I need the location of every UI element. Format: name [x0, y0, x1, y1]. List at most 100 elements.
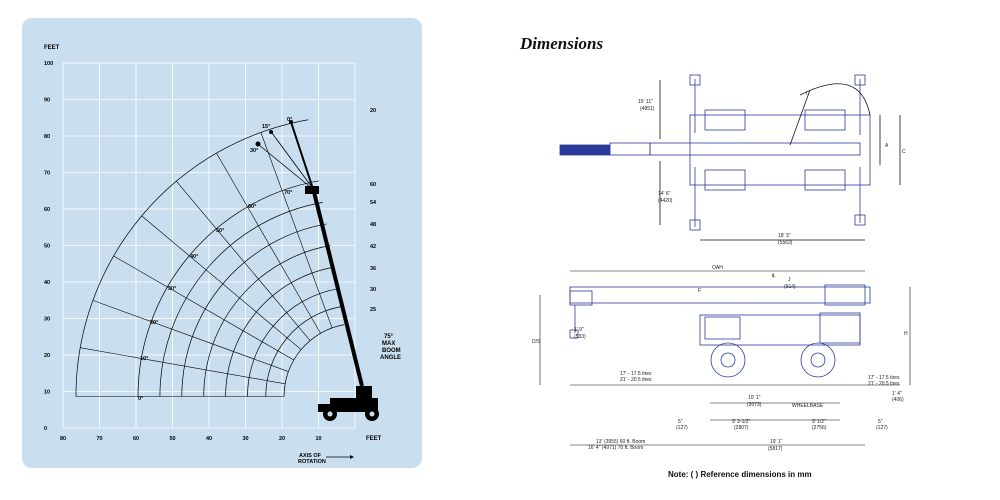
- side-d1: 1' 9": [574, 327, 584, 333]
- x-tick-label: 40: [206, 436, 212, 442]
- side-d-9b-mm: (2756): [812, 425, 827, 431]
- angle-spoke: [216, 152, 321, 334]
- side-view-drawing: [569, 284, 871, 378]
- max-angle-line3: BOOM: [382, 348, 401, 354]
- side-d-5b-mm: (127): [876, 425, 888, 431]
- top-view-drawing: [559, 74, 901, 241]
- dimensions-title: Dimensions: [520, 34, 604, 53]
- jib-angle-label: 0°: [287, 117, 292, 123]
- axis-of-rotation-line1: AXIS OF: [299, 453, 322, 459]
- side-d-9a: 9' 2-1/2": [732, 419, 751, 425]
- radius-label: 30: [370, 287, 376, 293]
- radius-arc: [283, 324, 345, 397]
- angle-spoke: [141, 215, 302, 350]
- y-tick-label: 50: [44, 244, 50, 250]
- top-label-i: I: [806, 91, 807, 97]
- angle-label: 10°: [140, 356, 148, 362]
- side-boom2: 16' 4" (4971) 70 ft. Boom: [588, 445, 643, 451]
- side-d-5b: 5": [878, 419, 883, 425]
- side-tires2: 21' - 20.5 tires: [620, 377, 652, 383]
- dimension-drawings: 15' 11" (4851) 14' 6" (4420) 18' 3" (556…: [532, 74, 911, 452]
- chart-labels: 20605448423630250°10°20°30°40°50°60°70°0…: [138, 108, 377, 402]
- jib-angle-label: 30°: [250, 148, 258, 154]
- top-dim-b-mm: (4420): [658, 198, 673, 204]
- side-tires1: 17' - 17.5 tires: [620, 371, 652, 377]
- side-d-right: 1' 4": [892, 391, 902, 397]
- y-tick-label: 90: [44, 98, 50, 104]
- reference-note: Note: ( ) Reference dimensions in mm: [668, 470, 812, 479]
- side-j: J: [788, 277, 791, 283]
- top-dim-b: 14' 6": [658, 191, 671, 197]
- y-tick-label: 30: [44, 317, 50, 323]
- side-d-total: 19' 1": [770, 439, 783, 445]
- side-d-5a-mm: (127): [676, 425, 688, 431]
- jib-angle-label: 15°: [262, 124, 270, 130]
- side-cl: ℄: [771, 273, 776, 279]
- boom-graphic: [255, 120, 364, 387]
- x-tick-label: 70: [97, 436, 103, 442]
- side-d1-mm: (533): [574, 334, 586, 340]
- side-d-9b: 9' 1/2": [812, 419, 826, 425]
- chart-grid: [62, 62, 356, 429]
- y-tick-label: 60: [44, 207, 50, 213]
- y-unit-label: FEET: [44, 45, 60, 51]
- axis-arrow-head: [350, 455, 354, 459]
- side-d-right-mm: (406): [892, 397, 904, 403]
- side-tires-r1: 17' - 17.5 tires: [868, 375, 900, 381]
- side-tires-r2: 21' - 20.5 tires: [868, 381, 900, 387]
- side-d-mid-mm: (3073): [747, 402, 762, 408]
- y-tick-label: 10: [44, 390, 50, 396]
- top-dim-a-mm: (4851): [640, 106, 655, 112]
- side-h: H: [904, 331, 908, 337]
- radius-arc: [265, 306, 342, 397]
- side-d-9a-mm: (2807): [734, 425, 749, 431]
- side-oah: OAH: [712, 265, 723, 271]
- max-angle-line1: 75°: [384, 334, 394, 340]
- side-j-mm: (914): [784, 284, 796, 290]
- side-d-5a: 5": [678, 419, 683, 425]
- radius-label: 25: [370, 307, 376, 313]
- side-f: F: [698, 288, 701, 294]
- angle-spoke: [113, 255, 294, 361]
- x-tick-label: 60: [133, 436, 139, 442]
- angle-label: 0°: [138, 396, 143, 402]
- angle-spokes: [75, 132, 333, 397]
- max-angle-line4: ANGLE: [380, 355, 401, 361]
- radius-label: 42: [370, 244, 376, 250]
- angle-spoke: [80, 347, 286, 385]
- radius-label: 20: [370, 108, 376, 114]
- angle-spoke: [92, 300, 289, 372]
- angle-spoke: [176, 181, 311, 341]
- angle-label: 70°: [284, 190, 292, 196]
- x-tick-label: 20: [279, 436, 285, 442]
- angle-label: 60°: [248, 204, 256, 210]
- side-wheelbase: WHEELBASE: [792, 403, 824, 409]
- angle-label: 40°: [190, 254, 198, 260]
- y-tick-label: 80: [44, 134, 50, 140]
- side-d-total-mm: (5817): [768, 446, 783, 452]
- top-dim-c-mm: (5563): [778, 240, 793, 246]
- angle-label: 30°: [168, 286, 176, 292]
- angle-label: 50°: [216, 228, 224, 234]
- top-dim-c: 18' 3": [778, 233, 791, 239]
- radius-label: 48: [370, 222, 376, 228]
- x-unit-label: FEET: [366, 436, 382, 442]
- x-tick-label: 30: [243, 436, 249, 442]
- y-tick-label: 70: [44, 171, 50, 177]
- max-angle-line2: MAX: [382, 341, 395, 347]
- radius-label: 54: [370, 200, 377, 206]
- y-tick-label: 20: [44, 353, 50, 359]
- radius-label: 36: [370, 266, 376, 272]
- x-tick-label: 10: [316, 436, 322, 442]
- x-tick-label: 50: [170, 436, 176, 442]
- y-tick-label: 0: [44, 426, 47, 432]
- radius-label: 60: [370, 182, 376, 188]
- y-tick-label: 40: [44, 280, 50, 286]
- side-dimension-lines: [539, 270, 911, 446]
- side-ds: D/S: [532, 339, 541, 345]
- axis-of-rotation-line2: ROTATION: [298, 459, 326, 465]
- side-d-mid: 10' 1": [748, 395, 761, 401]
- crane-body-icon: [318, 386, 379, 421]
